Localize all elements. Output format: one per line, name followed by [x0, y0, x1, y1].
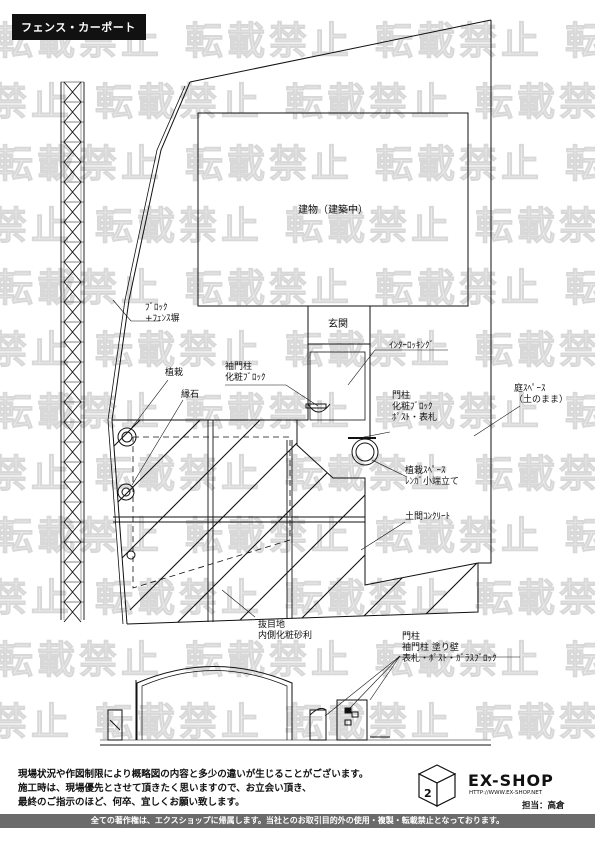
label-interlocking: ｲﾝﾀｰﾛｯｷﾝｸﾞ [389, 341, 435, 351]
ex-shop-logo-mark: 2 [417, 764, 457, 807]
section-title: フェンス・カーポート [12, 14, 146, 40]
parking-pad [112, 419, 479, 625]
watermark-text: 転載禁止 [185, 638, 353, 682]
watermark-text: 転載禁止 [0, 700, 73, 744]
label-block-fence: ﾌﾞﾛｯｸ+ﾌｪﾝｽ塀 [145, 303, 180, 324]
watermark-text: 転載禁止 [0, 576, 73, 620]
ex-shop-logo-text: EX-SHOP [468, 771, 554, 790]
disclaimer-notes: 現場状況や作図制限により概略図の内容と多少の違いが生じることがございます。 施工… [18, 769, 369, 808]
watermark-text: 転載禁止 [375, 390, 543, 434]
watermark-text: 転載禁止 [375, 266, 543, 310]
watermark-text: 転載禁止 [285, 80, 453, 124]
label-building: 建物（建築中） [298, 205, 368, 216]
watermark-text: 転載禁止 [95, 452, 263, 496]
entrance [307, 305, 371, 345]
watermark-text: 転載禁止 [375, 514, 543, 558]
watermark-text: 転載禁止 [565, 514, 595, 558]
block-fence [111, 81, 191, 625]
watermark-text: 転載禁止 [475, 204, 595, 248]
watermark-text: 転載禁止 [565, 638, 595, 682]
watermark-text: 転載禁止 [475, 700, 595, 744]
label-monchu: 門柱化粧ﾌﾞﾛｯｸﾎﾟｽﾄ・表札 [392, 391, 438, 423]
watermark-text: 転載禁止 [475, 80, 595, 124]
watermark-text: 転載禁止 [375, 638, 543, 682]
watermark-text: 転載禁止 [185, 514, 353, 558]
label-sodemon: 袖門柱化粧ﾌﾞﾛｯｸ [225, 362, 266, 383]
label-joints: 抜目地内側化粧砂利 [258, 620, 313, 641]
watermark-text: 転載禁止 [565, 19, 595, 63]
fence-elevation-truss [60, 81, 85, 623]
ex-shop-url: HTTP://WWW.EX-SHOP.NET [469, 790, 543, 796]
label-plant-space: 植栽ｽﾍﾟｰｽﾚﾝｶﾞ小端立て [405, 466, 460, 487]
copyright-footer: 全ての著作権は、エクスショップに帰属します。当社とのお取引目的外の使用・複製・転… [0, 814, 595, 828]
watermark-text: 転載禁止 [475, 328, 595, 372]
watermark-text: 転載禁止 [375, 19, 543, 63]
watermark-text: 転載禁止 [565, 142, 595, 186]
watermark-text: 転載禁止 [0, 80, 73, 124]
watermark-text: 転載禁止 [375, 142, 543, 186]
label-concrete: 土間ｺﾝｸﾘｰﾄ [405, 512, 451, 522]
label-plants: 植栽 [165, 368, 184, 378]
label-garden: 庭ｽﾍﾟｰｽ（土のまま） [514, 384, 569, 405]
monchu-wall [336, 699, 368, 741]
watermark-text: 転載禁止 [0, 390, 163, 434]
watermark-text: 転載禁止 [0, 204, 73, 248]
label-elevation: 門柱袖門柱 塗り壁表札・ﾎﾟｽﾄ・ｶﾞﾗｽﾌﾞﾛｯｸ [402, 632, 497, 664]
svg-text:2: 2 [424, 787, 432, 800]
watermark-text: 転載禁止 [0, 266, 163, 310]
watermark-text: 転載禁止 [185, 19, 353, 63]
watermark-text: 転載禁止 [95, 204, 263, 248]
watermark-text: 転載禁止 [95, 80, 263, 124]
watermark-text: 転載禁止 [565, 390, 595, 434]
carport-arch [136, 666, 293, 740]
label-entrance: 玄関 [328, 319, 348, 330]
watermark-text: 転載禁止 [565, 266, 595, 310]
watermark-text: 転載禁止 [185, 142, 353, 186]
watermark-text: 転載禁止 [185, 266, 353, 310]
watermark-text: 転載禁止 [0, 452, 73, 496]
watermark-text: 転載禁止 [475, 452, 595, 496]
watermark-text: 転載禁止 [475, 576, 595, 620]
lot-boundary [478, 20, 492, 564]
watermark-text: 転載禁止 [0, 328, 73, 372]
label-curb: 縁石 [181, 390, 200, 400]
staff-name: 担当：高倉 [522, 801, 565, 811]
watermark-text: 転載禁止 [185, 390, 353, 434]
watermark-text: 転載禁止 [0, 638, 163, 682]
sodemon-wall [309, 709, 327, 741]
plant-symbols [117, 427, 379, 560]
watermark-text: 転載禁止 [285, 204, 453, 248]
